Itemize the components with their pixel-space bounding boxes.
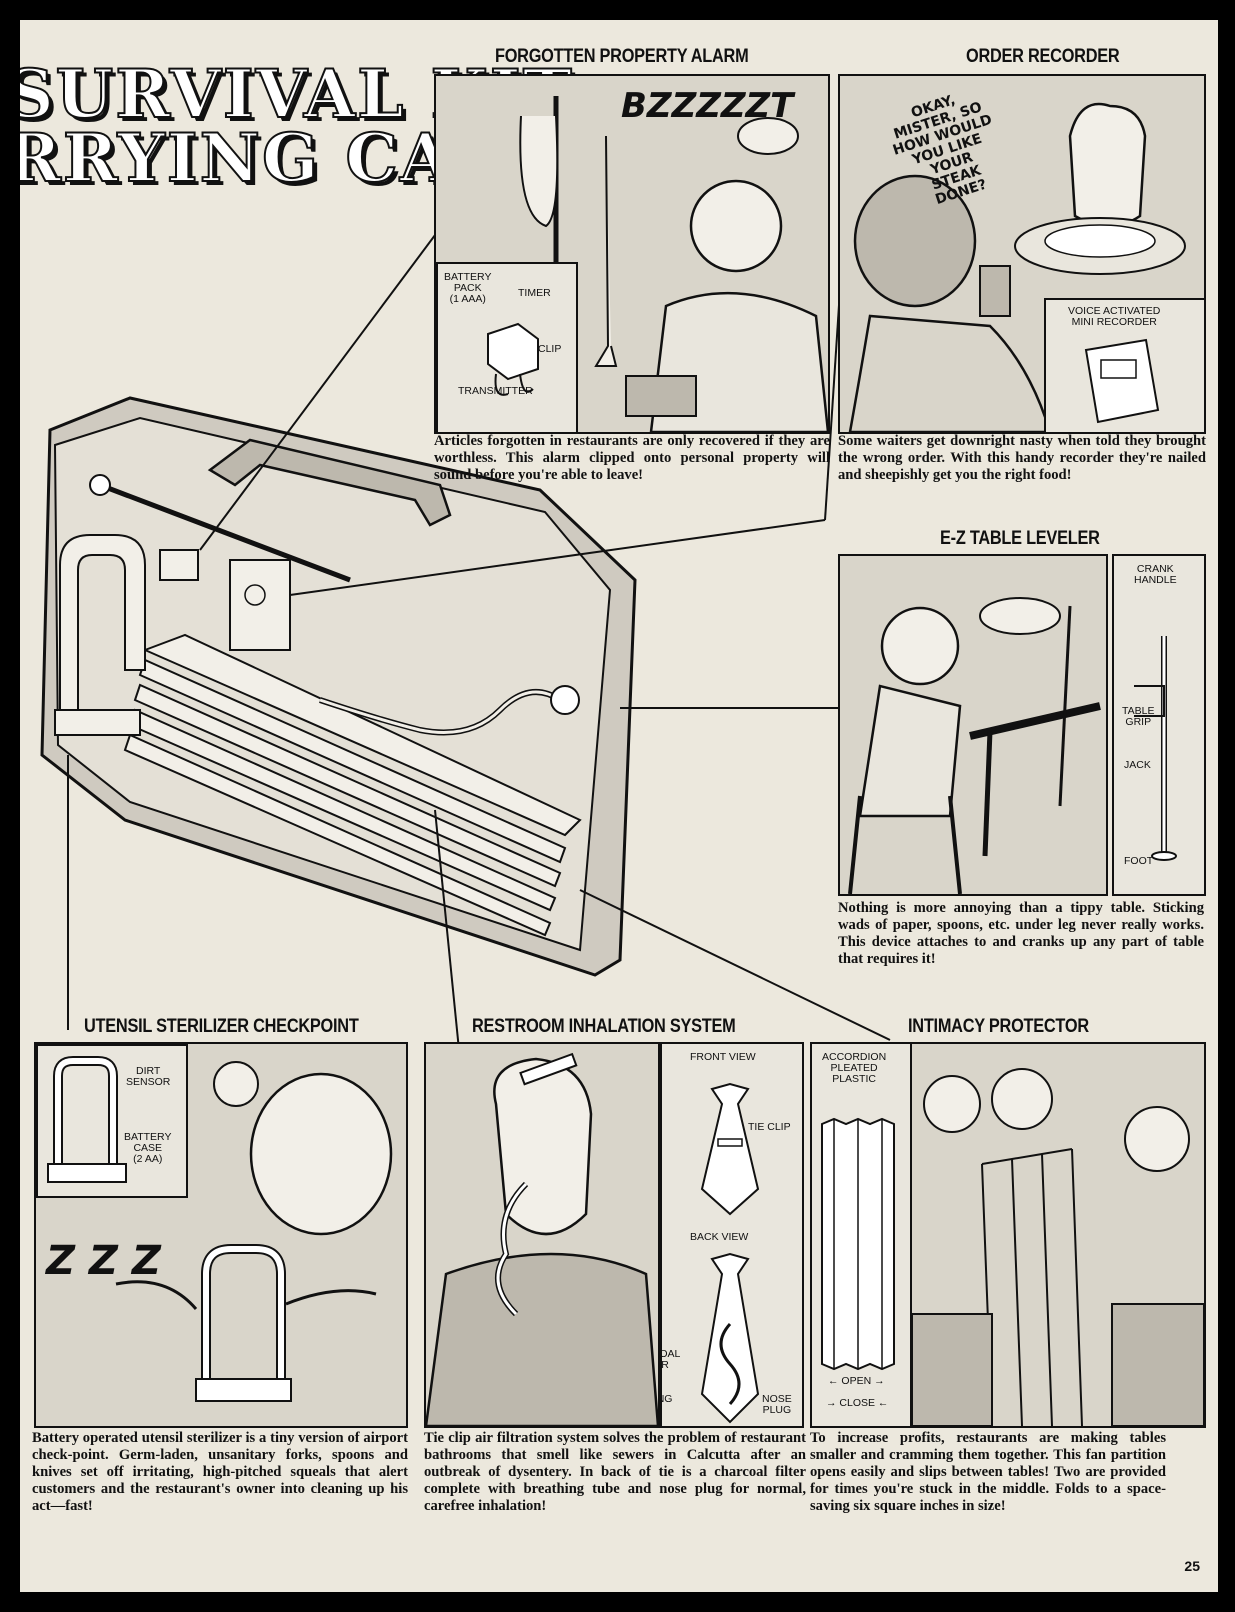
leveler-scene-art bbox=[848, 597, 1101, 894]
alarm-panel: BZZZZZT BATTERY PACK (1 AAA) TIMER CLIP … bbox=[434, 74, 830, 434]
recorder-caption: Some waiters get downright nasty when to… bbox=[838, 433, 1206, 483]
tie-clip-label: TIE CLIP bbox=[748, 1121, 791, 1133]
open-label: ← OPEN → bbox=[828, 1375, 885, 1387]
case-handle bbox=[207, 438, 452, 527]
magazine-page: SURVIVAL KIT RRYING CASE bbox=[20, 20, 1218, 1592]
recorder-title: ORDER RECORDER bbox=[966, 46, 1120, 67]
alarm-title: FORGOTTEN PROPERTY ALARM bbox=[495, 46, 749, 67]
leveler-scene-panel bbox=[838, 554, 1108, 896]
accordion-partition-stack bbox=[123, 633, 582, 937]
charcoal-filter-label: CHARCOAL FILTER bbox=[660, 1348, 681, 1371]
sterilizer-title: UTENSIL STERILIZER CHECKPOINT bbox=[84, 1016, 359, 1037]
inhalation-caption: Tie clip air filtration system solves th… bbox=[424, 1430, 806, 1514]
inhalation-scene-panel bbox=[424, 1042, 660, 1428]
sterilizer-sound-effect: Z Z Z bbox=[46, 1238, 161, 1284]
table-grip-label: TABLE GRIP bbox=[1122, 705, 1155, 728]
intimacy-caption: To increase profits, restaurants are mak… bbox=[810, 1430, 1166, 1514]
clip-label: CLIP bbox=[538, 343, 562, 355]
tie-views-art bbox=[700, 1082, 760, 1424]
leveler-rod bbox=[99, 482, 351, 583]
inhalation-scene-art bbox=[426, 1052, 658, 1426]
back-view-label: BACK VIEW bbox=[690, 1231, 749, 1243]
dirt-sensor-label: DIRT SENSOR bbox=[126, 1065, 171, 1088]
sterilizer-caption: Battery operated utensil sterilizer is a… bbox=[32, 1430, 408, 1514]
recorder-panel: OKAY, MISTER, SO HOW WOULD YOU LIKE YOUR… bbox=[838, 74, 1206, 434]
close-label: → CLOSE ← bbox=[826, 1397, 889, 1409]
foot-label: FOOT bbox=[1124, 855, 1154, 867]
crank-handle-label: CRANK HANDLE bbox=[1134, 563, 1177, 586]
page-number: 25 bbox=[1184, 1558, 1200, 1574]
carrying-case-illustration bbox=[40, 214, 891, 1061]
alarm-device-inset: BATTERY PACK (1 AAA) TIMER CLIP TRANSMIT… bbox=[436, 262, 578, 432]
recorder-device-art bbox=[1084, 338, 1160, 424]
battery-pack-label: BATTERY PACK (1 AAA) bbox=[444, 271, 492, 305]
inhalation-device-inset: FRONT VIEW TIE CLIP BACK VIEW CHARCOAL F… bbox=[660, 1042, 804, 1428]
alarm-scene-art bbox=[519, 96, 828, 432]
alarm-sound-effect: BZZZZZT bbox=[621, 86, 794, 126]
inhalation-title: RESTROOM INHALATION SYSTEM bbox=[472, 1016, 736, 1037]
intimacy-title: INTIMACY PROTECTOR bbox=[908, 1016, 1089, 1037]
nose-plug-label: NOSE PLUG bbox=[762, 1393, 792, 1416]
jack-label: JACK bbox=[1124, 759, 1151, 771]
mini-recorder bbox=[229, 559, 291, 651]
accordion-plastic-art bbox=[821, 1117, 895, 1371]
accordion-plastic-label: ACCORDION PLEATED PLASTIC bbox=[822, 1051, 887, 1085]
battery-case-label: BATTERY CASE (2 AA) bbox=[124, 1131, 172, 1165]
intimacy-device-inset: ACCORDION PLEATED PLASTIC ← OPEN → → CLO… bbox=[810, 1042, 912, 1428]
alarm-caption: Articles forgotten in restaurants are on… bbox=[434, 433, 830, 483]
recorder-scene-art bbox=[848, 102, 1186, 432]
timer-label: TIMER bbox=[518, 287, 551, 299]
transmitter-label: TRANSMITTER bbox=[458, 385, 533, 397]
sterilizer-panel: Z Z Z DIRT SENSOR BATTERY CASE (2 AA) bbox=[34, 1042, 408, 1428]
leveler-caption: Nothing is more annoying than a tippy ta… bbox=[838, 900, 1204, 967]
leveler-title: E-Z TABLE LEVELER bbox=[940, 528, 1100, 549]
breathing-tube-label: BREATHING TUBE bbox=[662, 1393, 673, 1405]
leveler-device-art bbox=[1134, 636, 1177, 861]
alarm-box bbox=[159, 549, 199, 581]
intimacy-scene-art bbox=[912, 1068, 1204, 1426]
alarm-device-art bbox=[487, 322, 539, 396]
recorder-device-inset: VOICE ACTIVATED MINI RECORDER bbox=[1044, 298, 1204, 432]
front-view-label: FRONT VIEW bbox=[690, 1051, 756, 1063]
sterilizer-device-art bbox=[47, 1056, 127, 1183]
voice-recorder-label: VOICE ACTIVATED MINI RECORDER bbox=[1068, 305, 1161, 328]
intimacy-scene-panel bbox=[910, 1042, 1206, 1428]
sterilizer-device-inset: DIRT SENSOR BATTERY CASE (2 AA) bbox=[36, 1044, 188, 1198]
sterilizer-arch bbox=[59, 534, 146, 722]
leveler-device-inset: CRANK HANDLE TABLE GRIP JACK FOOT bbox=[1112, 554, 1206, 896]
leader-lines bbox=[67, 214, 891, 1061]
sterilizer-scene-art bbox=[115, 1061, 393, 1402]
